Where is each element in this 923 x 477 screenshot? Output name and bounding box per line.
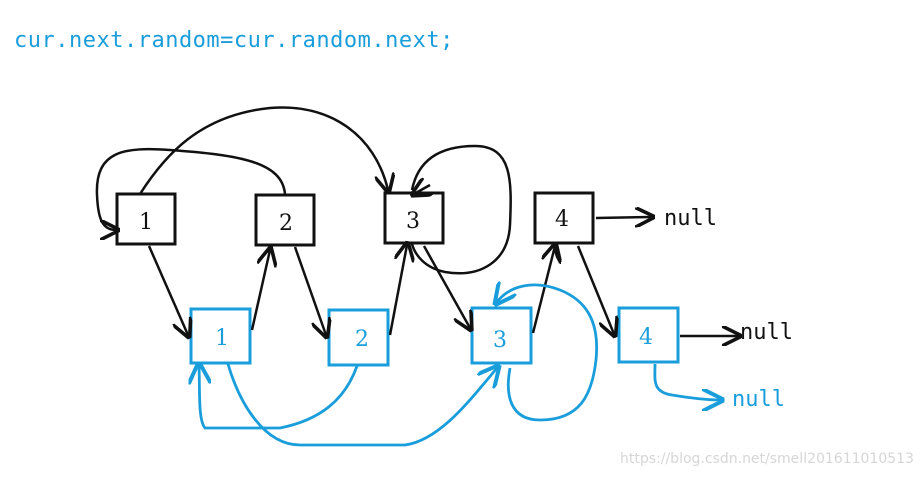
copy-node-4: 4 <box>617 306 680 364</box>
next-arrow-o3-c3 <box>422 245 470 328</box>
original-node-4-label: 4 <box>555 207 569 232</box>
null-label-original-next: null <box>664 206 717 231</box>
random-loop-o3-head <box>414 185 430 194</box>
code-statement: cur.next.random=cur.random.next; <box>14 28 454 53</box>
next-arrow-o1-c1 <box>147 245 188 335</box>
copy-node-1: 1 <box>189 307 252 365</box>
random-arrow-o4-o3-stub <box>554 245 562 263</box>
next-arrow-c1-o2 <box>250 250 270 331</box>
random-arrow-c4-null <box>653 363 720 400</box>
random-loop-c3 <box>497 285 599 422</box>
original-node-3-label: 3 <box>406 209 420 234</box>
next-arrow-o4-null <box>595 217 651 218</box>
original-node-2: 2 <box>254 193 316 247</box>
random-arrow-o2-o1 <box>95 147 287 230</box>
random-arrow-o1-o3 <box>138 106 388 194</box>
watermark-text: https://blog.csdn.net/smell201611010513 <box>620 451 914 467</box>
original-node-1-label: 1 <box>139 210 153 235</box>
copy-node-1-label: 1 <box>215 326 229 351</box>
copy-node-2-label: 2 <box>355 327 369 352</box>
original-node-3: 3 <box>383 191 445 245</box>
original-node-4: 4 <box>533 191 595 245</box>
random-arrow-c2-c1 <box>199 366 359 430</box>
copy-node-2: 2 <box>327 308 390 367</box>
random-loop-o3 <box>410 144 512 275</box>
original-node-2-label: 2 <box>279 211 293 236</box>
original-node-1: 1 <box>115 192 177 246</box>
null-label-copy-next: null <box>740 320 793 345</box>
next-arrow-o4-c4 <box>576 245 614 334</box>
next-arrow-c2-o3 <box>388 245 407 336</box>
copy-node-3-label: 3 <box>493 328 507 353</box>
null-label-copy-random: null <box>732 387 785 412</box>
copy-node-4-label: 4 <box>639 325 653 350</box>
random-arrow-c1-c3 <box>226 364 497 447</box>
next-arrow-c3-o4 <box>531 246 555 334</box>
next-arrow-o2-c2 <box>293 246 326 335</box>
copy-node-3: 3 <box>470 306 533 365</box>
